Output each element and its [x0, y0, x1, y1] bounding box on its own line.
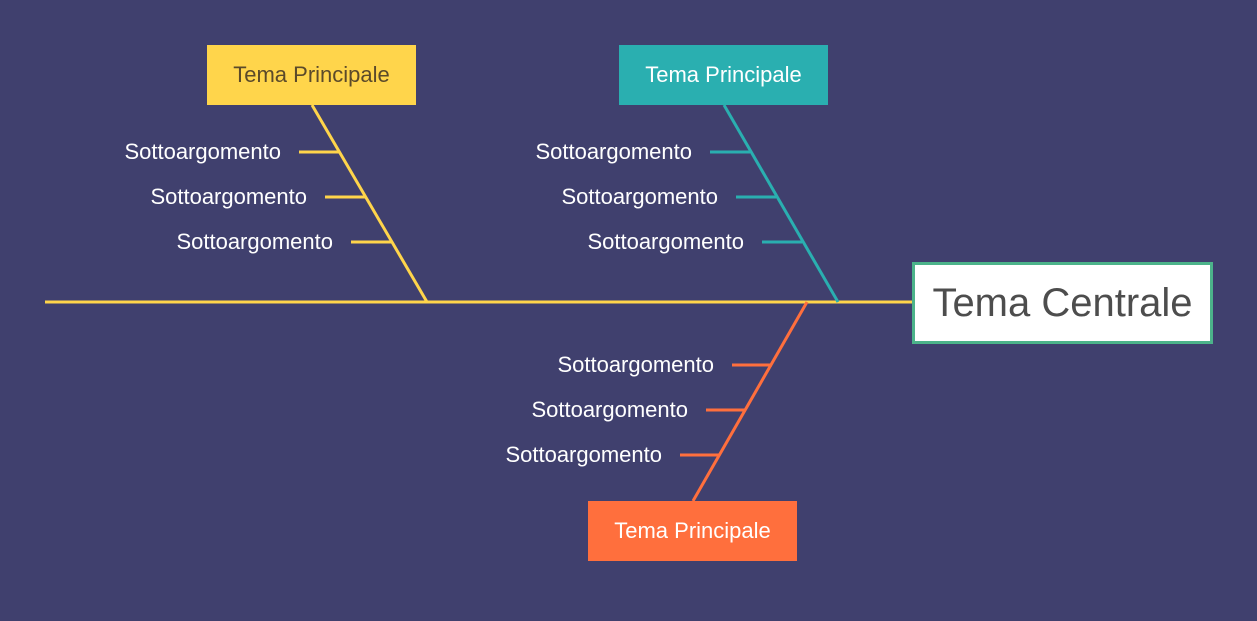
subtopic-teal-3[interactable]: Sottoargomento — [587, 229, 744, 254]
subtopic-yellow-1[interactable]: Sottoargomento — [124, 139, 281, 164]
subtopic-teal-1[interactable]: Sottoargomento — [535, 139, 692, 164]
subtopic-yellow-3[interactable]: Sottoargomento — [176, 229, 333, 254]
main-topic-orange[interactable]: Tema Principale — [588, 501, 797, 561]
subtopic-orange-1[interactable]: Sottoargomento — [557, 352, 714, 377]
subtopic-orange-2[interactable]: Sottoargomento — [531, 397, 688, 422]
central-topic[interactable]: Tema Centrale — [912, 262, 1213, 344]
branch-line-yellow — [310, 104, 429, 303]
main-topic-yellow[interactable]: Tema Principale — [207, 45, 416, 105]
subtopic-yellow-2[interactable]: Sottoargomento — [150, 184, 307, 209]
branch-line-orange — [691, 301, 809, 502]
subtopic-orange-3[interactable]: Sottoargomento — [505, 442, 662, 467]
branch-line-teal — [722, 104, 840, 303]
main-topic-teal[interactable]: Tema Principale — [619, 45, 828, 105]
subtopic-teal-2[interactable]: Sottoargomento — [561, 184, 718, 209]
